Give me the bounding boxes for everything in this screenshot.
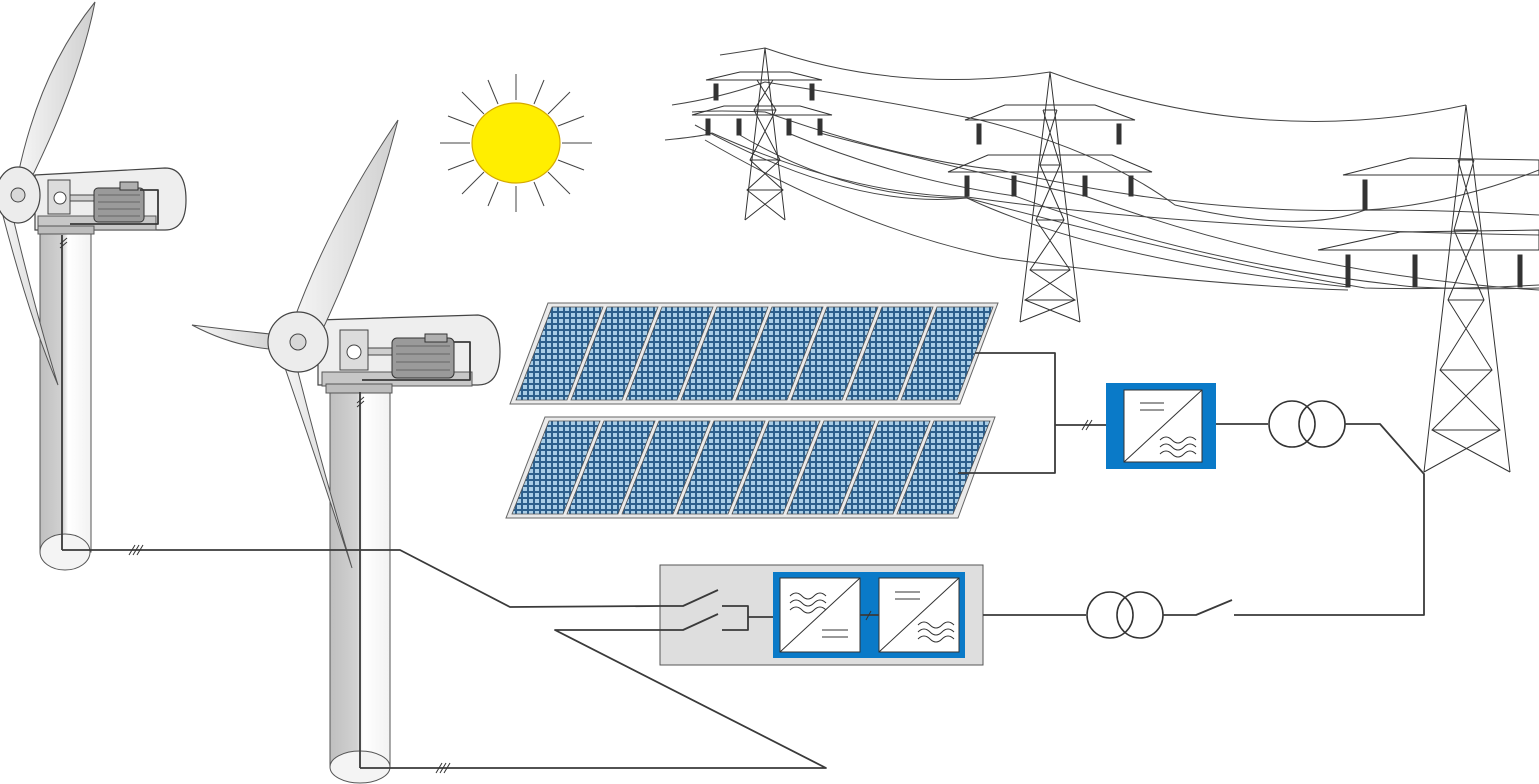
solar-panel-row	[509, 302, 999, 405]
rectifier	[779, 577, 861, 653]
solar-panel-array	[505, 302, 999, 519]
dc-symbol-icon	[1140, 402, 1164, 411]
transmission-tower-1	[691, 47, 833, 221]
transformer-pv	[1268, 400, 1346, 448]
transformer-wind	[1086, 591, 1164, 639]
ac-symbol-icon	[917, 621, 955, 643]
converter-switches	[660, 589, 775, 631]
generator-icon	[391, 333, 455, 379]
turbine-rotor	[0, 1, 96, 386]
grid-switch	[1163, 599, 1233, 616]
wind-turbine-2	[191, 119, 501, 784]
turbine-nacelle	[317, 314, 501, 394]
wind-cables	[59, 237, 827, 774]
generator-icon	[93, 181, 145, 223]
ac-symbol-icon	[1159, 436, 1197, 458]
solar-panel-row	[505, 416, 996, 519]
wind-converter	[659, 564, 984, 666]
turbine-rotor	[191, 119, 399, 569]
transmission-tower-2	[947, 71, 1153, 323]
wind-turbine-1	[0, 1, 187, 571]
sun-icon	[440, 74, 592, 212]
inverter	[878, 577, 960, 653]
dc-symbol-icon	[895, 591, 920, 600]
ac-symbol-icon	[789, 592, 827, 614]
transmission-tower-3	[1317, 104, 1539, 473]
turbine-nacelle	[34, 167, 187, 235]
turbine-tower	[39, 231, 92, 571]
pv-dc-wiring	[958, 352, 1106, 474]
transmission-lines	[664, 47, 1539, 291]
dc-symbol-icon	[822, 629, 848, 638]
pv-inverter	[1106, 383, 1216, 469]
